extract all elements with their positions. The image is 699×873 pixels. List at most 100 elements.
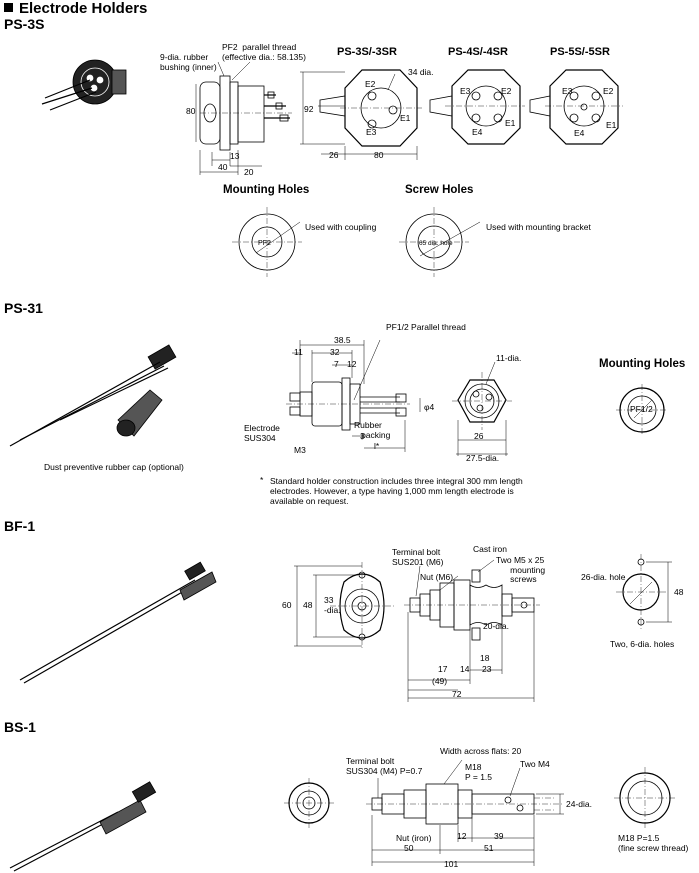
ps31-phi4: φ4 [424, 402, 435, 412]
e3-label-1: E3 [366, 127, 377, 137]
bf1-dim-33: 33 -dia. [324, 595, 341, 615]
ps3s-hex-views [300, 69, 623, 160]
ps3s-dim-92: 92 [304, 104, 314, 114]
ps31-dim-275: 27.5-dia. [466, 453, 500, 463]
ps31-electrode-label: Electrode SUS304 [244, 423, 280, 443]
ps3s-bushing-label: 9-dia. rubber bushing (inner) [160, 52, 217, 72]
ps3s-hole65-label: 65 dia. hole [419, 240, 453, 247]
page-title: Electrode Holders [4, 0, 147, 17]
bf1-dim-60: 60 [282, 600, 292, 610]
section-title-ps3s: PS-3S [4, 16, 45, 32]
ps3s-dim-40: 40 [218, 162, 228, 172]
ps3s-mounting-title: Mounting Holes [223, 184, 310, 196]
bf1-dim-48b: 48 [674, 587, 684, 597]
bs1-photo [9, 781, 157, 872]
bs1-hole [614, 767, 676, 829]
e4-label-2: E4 [472, 127, 483, 137]
section-title-ps31: PS-31 [4, 300, 43, 316]
ps3s-screw-title: Screw Holes [405, 184, 474, 196]
ps3s-screw-note: Used with mounting bracket [486, 222, 591, 232]
ps3s-variant-3: PS-5S/-5SR [550, 46, 610, 58]
e1-label-3: E1 [606, 120, 617, 130]
ps31-lstar: l* [374, 441, 380, 451]
ps31-note-star: * [260, 475, 264, 485]
bf1-side-view [404, 559, 540, 702]
ps3s-variant-2: PS-4S/-4SR [448, 46, 508, 58]
bf1-dim-20: 20-dia. [483, 621, 509, 631]
bf1-cast-label: Cast iron [473, 544, 508, 554]
ps31-dim-12: 12 [347, 359, 357, 369]
bs1-nut-label: Nut (iron) [396, 833, 432, 843]
ps31-pf12-label: PF1/2 [630, 404, 653, 414]
e3-label-3: E3 [562, 86, 573, 96]
ps31-caption: Dust preventive rubber cap (optional) [44, 462, 184, 472]
e2-label-3: E2 [603, 86, 614, 96]
bf1-hole-layout [616, 554, 672, 630]
bs1-m4-label: Two M4 [520, 759, 550, 769]
bf1-dim-48: 48 [303, 600, 313, 610]
bf1-dim-14: 14 [460, 664, 470, 674]
bs1-end-view [284, 778, 334, 828]
bf1-holes6-label: Two, 6-dia. holes [610, 639, 675, 649]
ps31-dim-32: 32 [330, 347, 340, 357]
ps31-dim-385: 38.5 [334, 335, 351, 345]
bs1-m18-label: M18 P = 1.5 [465, 762, 493, 782]
ps3s-dim-80: 80 [186, 106, 196, 116]
ps3s-dim-34: 34 dia. [408, 67, 434, 77]
bf1-flange-view [294, 562, 394, 650]
bf1-dim-23: 23 [482, 664, 492, 674]
bs1-flats-label: Width across flats: 20 [440, 746, 522, 756]
bf1-dim-72: 72 [452, 689, 462, 699]
ps3s-mounting-note: Used with coupling [305, 222, 377, 232]
ps31-thread-label: PF1/2 Parallel thread [386, 322, 466, 332]
ps3s-dim-80b: 80 [374, 150, 384, 160]
ps31-photo [9, 344, 177, 447]
ps31-mounting-hole [616, 384, 668, 436]
e1-label-1: E1 [400, 113, 411, 123]
bs1-dim-51: 51 [484, 843, 494, 853]
e2-label-1: E2 [365, 79, 376, 89]
e3-label-2: E3 [460, 86, 471, 96]
ps3s-pf2-label: PF2 [258, 240, 271, 247]
ps31-rubber-label: Rubber packing [354, 420, 391, 440]
ps3s-photo [41, 59, 127, 111]
ps31-dim-11: 11 [294, 347, 303, 357]
bf1-hole26-label: 26-dia. hole [581, 572, 626, 582]
ps31-mounting-title: Mounting Holes [599, 358, 686, 370]
ps3s-side-view [195, 61, 292, 175]
bf1-photo [19, 561, 217, 684]
section-title-bs1: BS-1 [4, 719, 36, 735]
bf1-screws-label: Two M5 x 25 mounting screws [496, 555, 546, 584]
bs1-dim-39: 39 [494, 831, 504, 841]
ps31-dim-3: 3 [360, 431, 365, 441]
ps31-side-view [286, 339, 421, 452]
ps31-m3-label: M3 [294, 445, 306, 455]
ps3s-holes [232, 207, 481, 277]
ps3s-thread-label: PF2 parallel thread (effective dia.: 58.… [222, 42, 306, 62]
ps31-dim-26: 26 [474, 431, 484, 441]
ps3s-variant-1: PS-3S/-3SR [337, 46, 397, 58]
bf1-nut-label: Nut (M6) [420, 572, 454, 582]
bs1-m18b-label: M18 P=1.5 (fine screw thread) [618, 833, 689, 853]
section-title-bf1: BF-1 [4, 518, 36, 534]
ps31-front-view [452, 361, 512, 456]
square-bullet-icon [4, 3, 13, 12]
bs1-side-view [366, 759, 564, 866]
bf1-terminal-label: Terminal bolt SUS201 (M6) [392, 547, 444, 567]
ps3s-dim-20: 20 [244, 167, 254, 177]
ps3s-dim-26: 26 [329, 150, 339, 160]
bf1-dim-17: 17 [438, 664, 448, 674]
bf1-dim-18: 18 [480, 653, 490, 663]
ps31-dia11: 11-dia. [496, 353, 522, 363]
bs1-terminal-label: Terminal bolt SUS304 (M4) P=0.7 [346, 756, 423, 776]
ps31-dim-7: 7 [334, 359, 339, 369]
bs1-dim-101: 101 [444, 859, 459, 869]
bf1-dim-49: (49) [432, 676, 448, 686]
bs1-dim-50: 50 [404, 843, 414, 853]
e4-label-3: E4 [574, 128, 585, 138]
ps31-note: Standard holder construction includes th… [270, 476, 523, 506]
bs1-dim-12: 12 [457, 831, 467, 841]
ps3s-dim-13: 13 [230, 151, 240, 161]
bs1-dim-24: 24-dia. [566, 799, 592, 809]
